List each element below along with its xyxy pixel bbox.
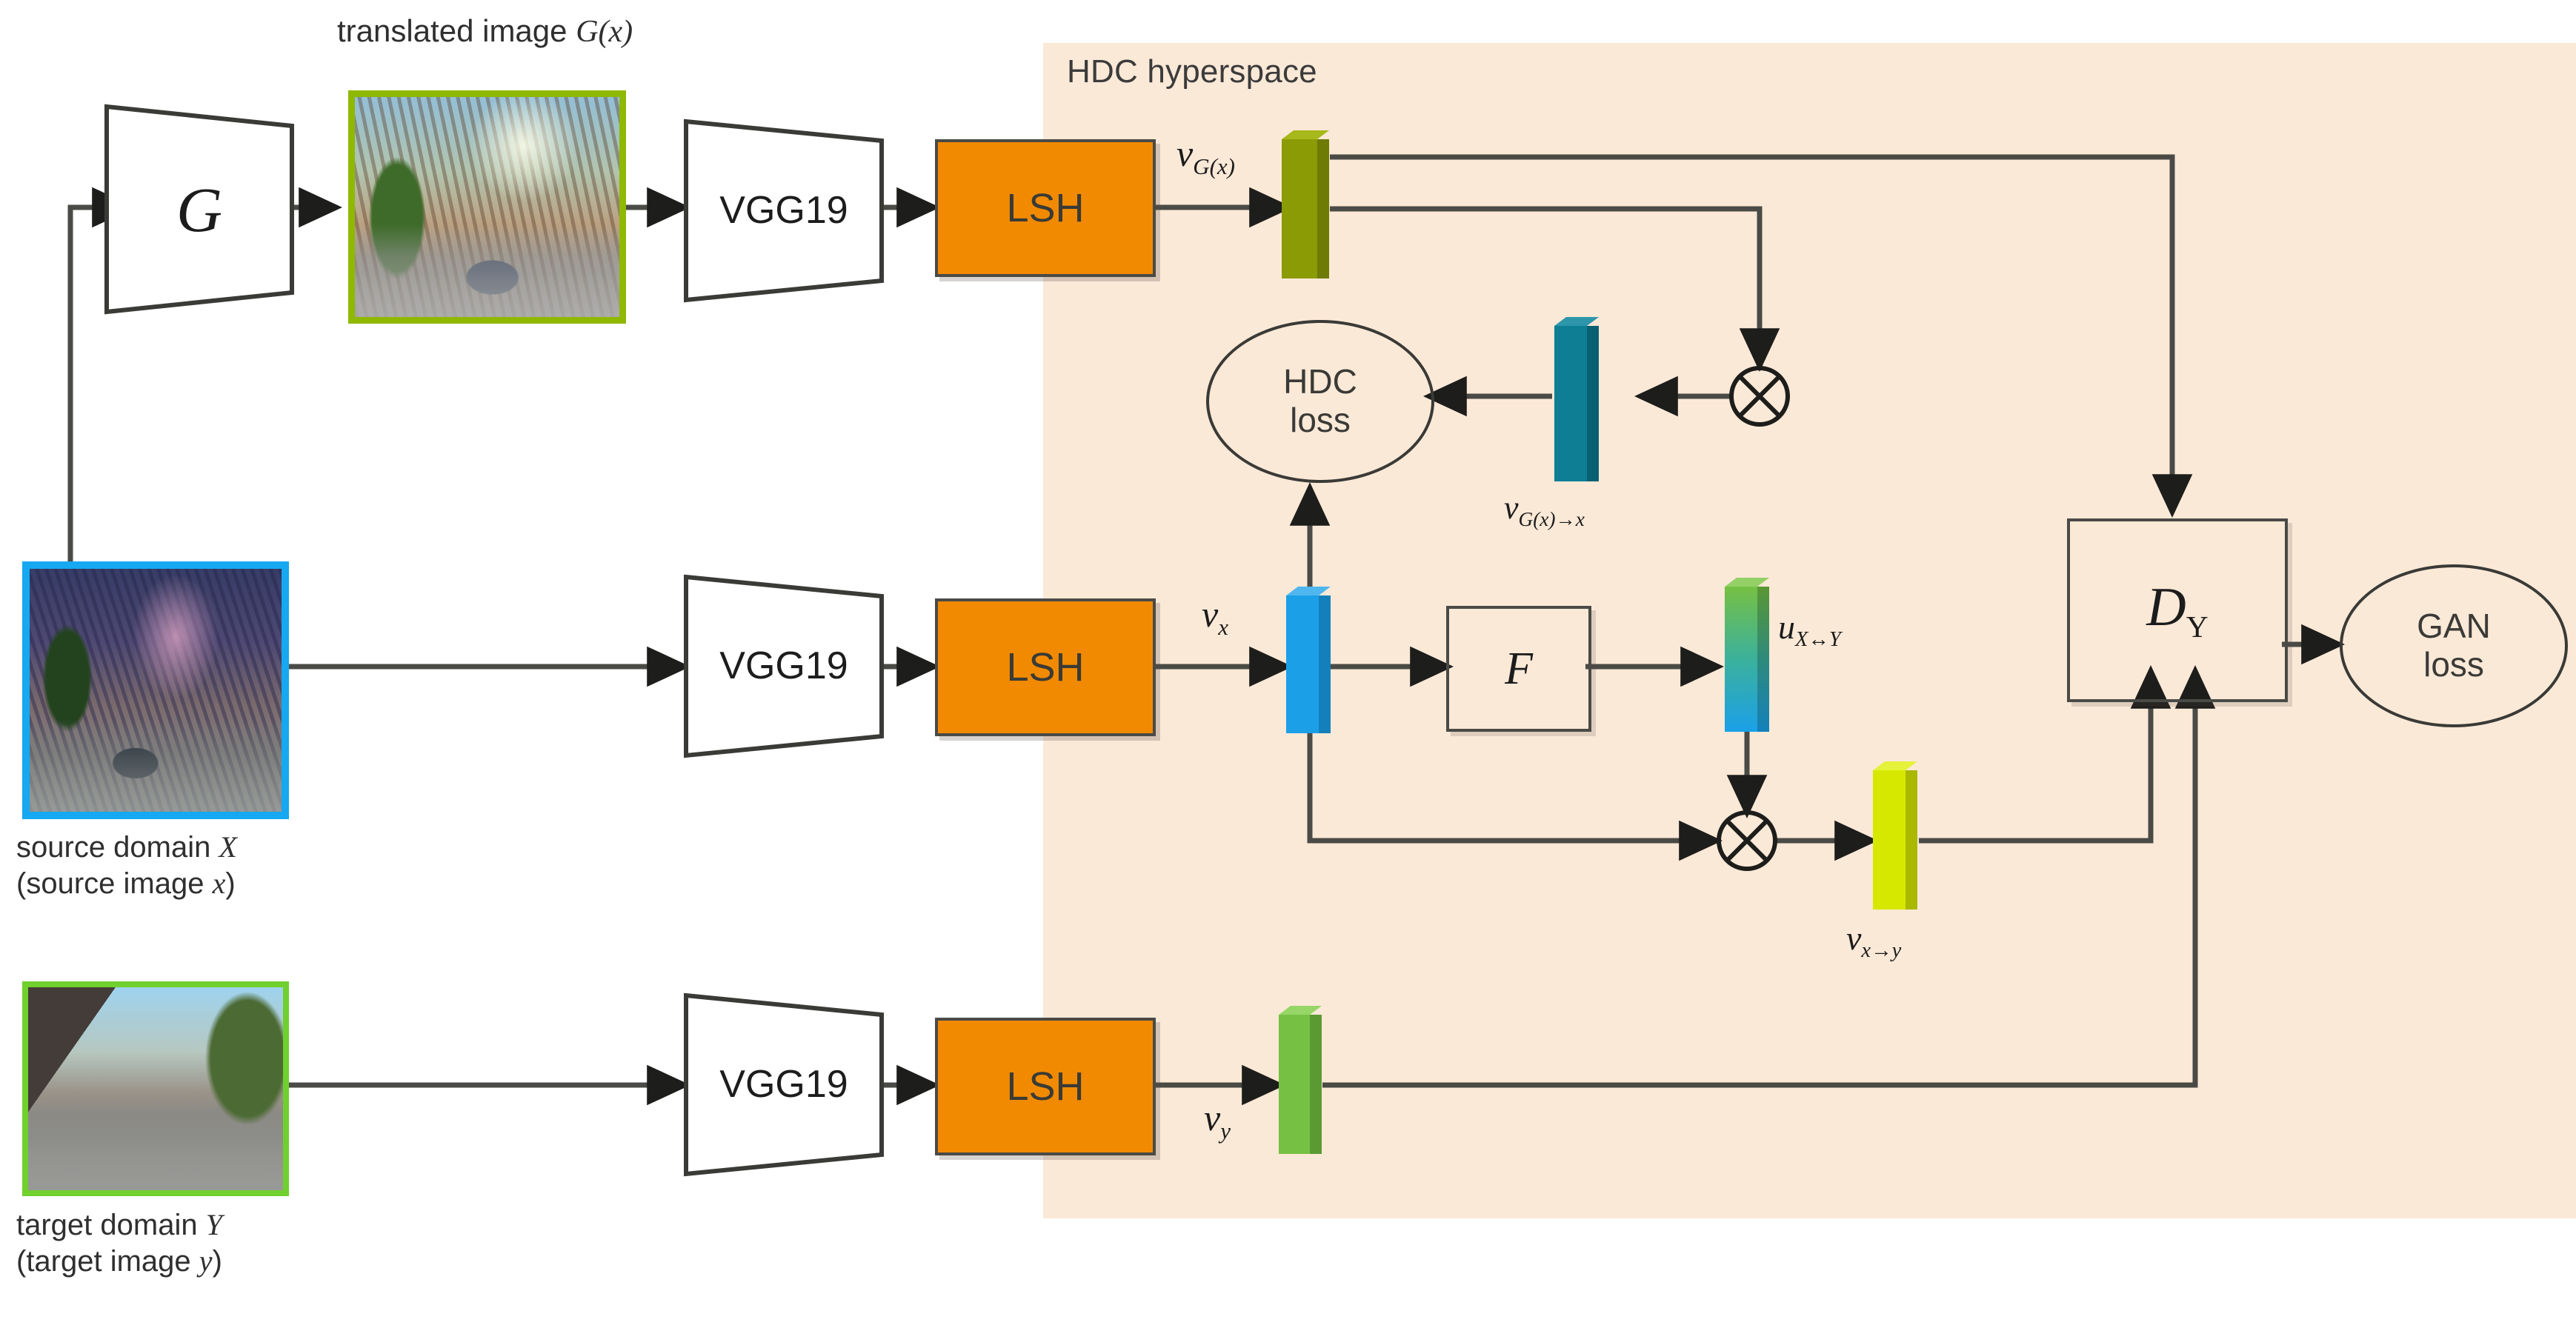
target-image-tile bbox=[22, 981, 289, 1196]
lsh-top-block[interactable]: LSH bbox=[935, 139, 1156, 277]
v-gx-to-x-label: vG(x)→x bbox=[1504, 490, 1585, 530]
lsh-top-label: LSH bbox=[1006, 186, 1085, 230]
lsh-mid-block[interactable]: LSH bbox=[935, 598, 1156, 736]
v-gx-label: vG(x) bbox=[1176, 133, 1235, 179]
u-xy-label: uX↔Y bbox=[1778, 608, 1841, 652]
source-image-tile bbox=[22, 561, 289, 819]
hypervector-v-gx bbox=[1282, 130, 1329, 278]
target-image-photo bbox=[28, 987, 283, 1190]
translated-image-title-math: G(x) bbox=[576, 15, 633, 49]
hdc-loss-line1: HDC bbox=[1283, 362, 1357, 401]
v-y-label: vy bbox=[1204, 1097, 1231, 1144]
discriminator-block[interactable]: DY bbox=[2067, 518, 2288, 702]
lsh-bottom-label: LSH bbox=[1006, 1064, 1085, 1109]
hdc-hyperspace-label: HDC hyperspace bbox=[1067, 53, 1317, 90]
target-domain-caption: target domain Y (target image y) bbox=[16, 1208, 222, 1278]
hypervector-v-x bbox=[1286, 587, 1331, 733]
discriminator-subscript: Y bbox=[2186, 609, 2209, 644]
lsh-bottom-block[interactable]: LSH bbox=[935, 1018, 1156, 1155]
source-domain-caption: source domain X (source image x) bbox=[16, 830, 237, 900]
source-image-photo bbox=[30, 569, 282, 812]
hypervector-u-xy bbox=[1725, 578, 1769, 732]
translated-image-photo bbox=[355, 97, 619, 317]
hdc-loss-line2: loss bbox=[1290, 401, 1351, 439]
target-image-symbol: y bbox=[199, 1244, 213, 1278]
hypervector-v-y bbox=[1279, 1006, 1322, 1154]
generator-block[interactable]: G bbox=[104, 104, 295, 315]
gan-loss-line2: loss bbox=[2423, 645, 2484, 684]
v-x-label: vx bbox=[1202, 593, 1228, 640]
hypervector-v-x-to-y bbox=[1873, 761, 1917, 910]
lsh-mid-label: LSH bbox=[1006, 645, 1085, 690]
gan-loss-line1: GAN bbox=[2417, 607, 2491, 646]
hdc-loss-node: HDC loss bbox=[1206, 320, 1434, 483]
binding-function-block[interactable]: F bbox=[1446, 606, 1591, 732]
target-domain-symbol: Y bbox=[205, 1208, 222, 1241]
v-x-to-y-label: vx→y bbox=[1846, 919, 1902, 963]
vgg19-mid-block[interactable]: VGG19 bbox=[683, 574, 885, 758]
vgg19-bottom-block[interactable]: VGG19 bbox=[683, 992, 885, 1177]
binding-function-label: F bbox=[1505, 643, 1533, 694]
hypervector-v-gx-to-x bbox=[1554, 317, 1599, 481]
translated-image-tile bbox=[348, 90, 626, 324]
source-domain-symbol: X bbox=[219, 830, 237, 864]
discriminator-label: DY bbox=[2146, 577, 2209, 644]
source-image-symbol: x bbox=[212, 866, 226, 900]
translated-image-title: translated image G(x) bbox=[337, 13, 633, 49]
vgg19-top-block[interactable]: VGG19 bbox=[683, 119, 885, 303]
gan-loss-node: GAN loss bbox=[2340, 564, 2568, 727]
